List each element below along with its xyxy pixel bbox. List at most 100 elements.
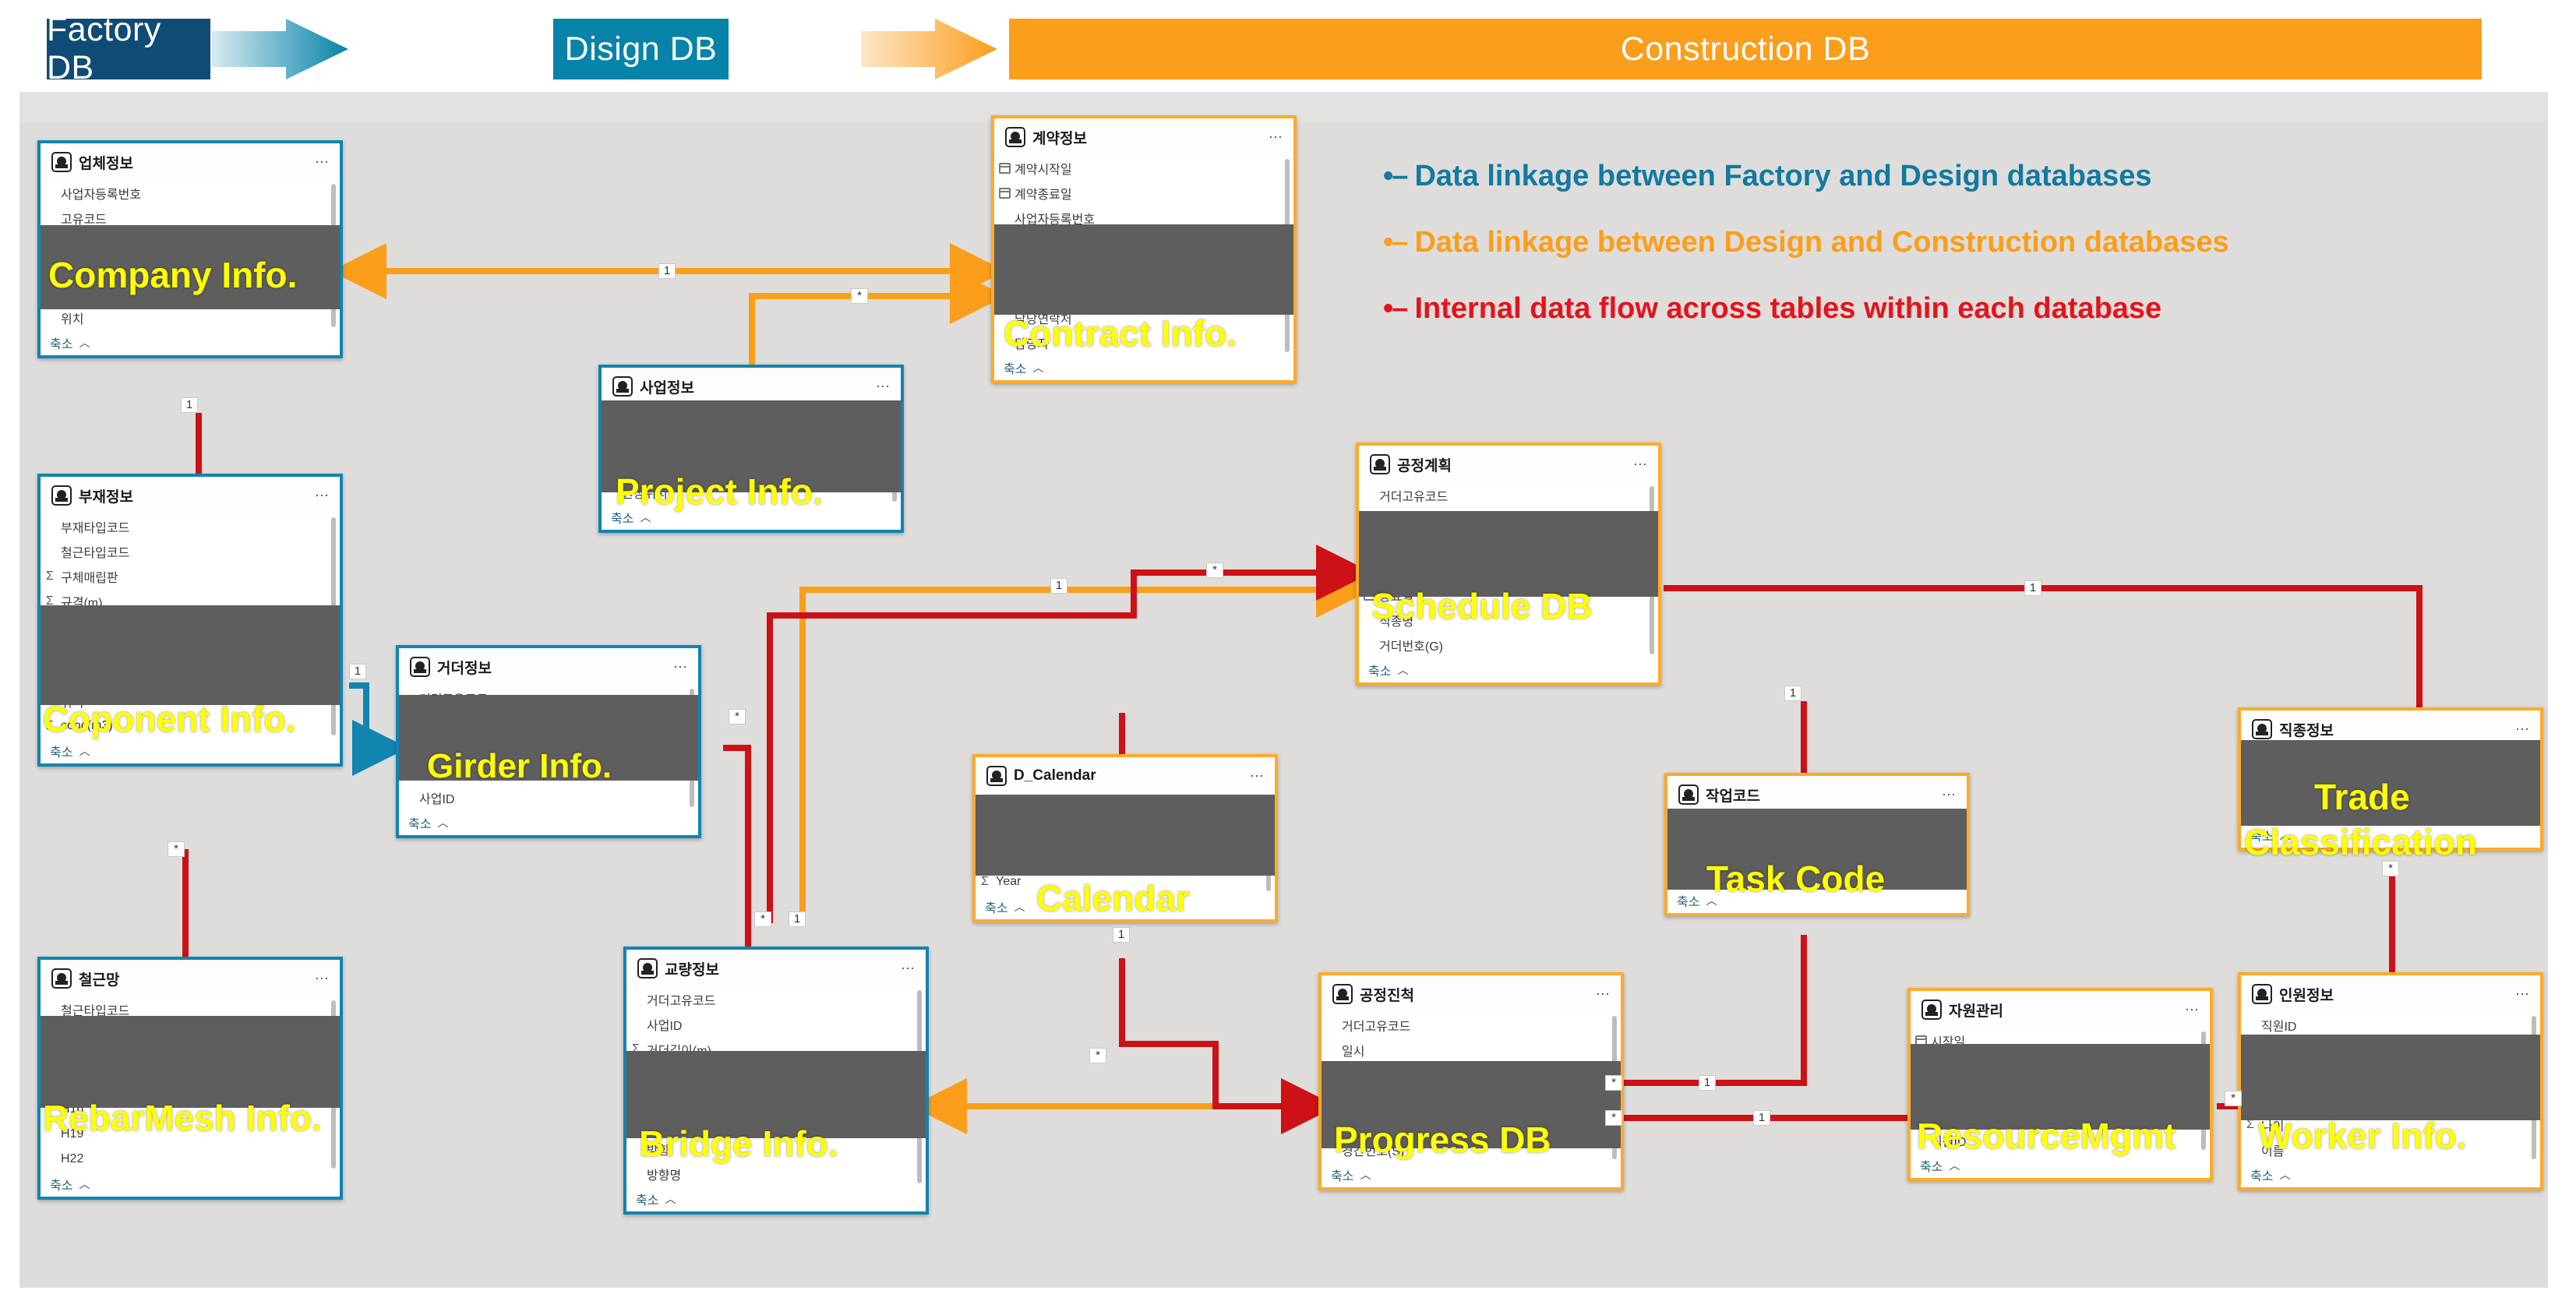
more-options-icon[interactable]: ⋯ [2185,1002,2200,1017]
more-options-icon[interactable]: ⋯ [876,379,891,394]
field-row[interactable]: 계약시작일 [994,156,1293,181]
card-header-progress[interactable]: 공정진척⋯ [1322,975,1621,1013]
field-row[interactable]: 이름 [2241,1137,2540,1162]
field-row[interactable]: H19 [41,1122,340,1147]
field-row[interactable]: 사업자등록번호 [41,181,340,206]
table-card-project[interactable]: 사업정보⋯사업Id공사명사업명현장위치축소︿ [598,365,904,533]
field-label: 사업자등록번호 [1015,213,1096,227]
card-header-girder[interactable]: 거더정보 ⋯ [399,648,698,686]
collapse-button-resource[interactable]: 축소︿ [1911,1153,2210,1178]
collapse-button-company[interactable]: 축소︿ [41,330,340,355]
collapse-button-schedule[interactable]: 축소︿ [1359,658,1658,682]
highlight-band [41,605,340,705]
more-options-icon[interactable]: ⋯ [1250,768,1265,784]
field-row[interactable]: 방향 [626,1137,926,1162]
collapse-label: 축소 [50,1179,73,1193]
banner-design-db[interactable]: Disign DB [553,19,729,79]
field-row[interactable]: 사업ID [399,785,698,810]
collapse-button-rebar[interactable]: 축소︿ [41,1172,340,1197]
table-card-calendar[interactable]: D_Calendar⋯DateΣDayΣMonthΣYear축소︿ [972,754,1278,922]
field-row[interactable]: 철근타입코드 [41,997,340,1022]
field-row[interactable]: H22 [41,1147,340,1172]
banner-construction-db[interactable]: Construction DB [1009,19,2482,79]
card-header-contract[interactable]: 계약정보⋯ [994,118,1293,156]
field-row[interactable]: 직종명 [1359,608,1658,633]
more-options-icon[interactable]: ⋯ [315,154,330,170]
more-options-icon[interactable]: ⋯ [1269,129,1284,145]
card-header-project[interactable]: 사업정보⋯ [602,368,901,405]
table-card-taskcode[interactable]: 작업코드⋯작업코드공정명반복구분축소︿ [1664,773,1970,916]
more-options-icon[interactable]: ⋯ [673,659,689,675]
more-options-icon[interactable]: ⋯ [1596,986,1611,1002]
field-row[interactable]: 담당연락처 [994,305,1293,330]
card-header-component[interactable]: 부재정보⋯ [41,477,340,514]
field-row[interactable]: 직원ID [2241,1013,2540,1038]
table-card-worker[interactable]: 인원정보⋯직원ID직종Σ경력성별Σ나이이름축소︿ [2238,972,2543,1190]
card-title-rebar: 철근망 [79,971,120,989]
overlay-label-contract: Contract Info. [1004,313,1237,354]
collapse-button-project[interactable]: 축소︿ [602,505,901,530]
collapse-button-trade[interactable]: 축소︿ [2241,823,2540,848]
card-header-rebar[interactable]: 철근망 ⋯ [41,960,340,997]
collapse-button-component[interactable]: 축소︿ [41,739,340,763]
field-row[interactable]: 사업ID [626,1012,926,1037]
card-header-worker[interactable]: 인원정보⋯ [2241,975,2540,1013]
field-label: H19 [61,1127,84,1141]
field-row[interactable]: 고유코드 [41,206,340,231]
more-options-icon[interactable]: ⋯ [2515,986,2531,1002]
table-card-bridge[interactable]: 교량정보⋯거더고유코드사업IDΣ거더길이(m)Σ거더번호(G)Σ경간번호(S)교… [623,947,929,1215]
field-row[interactable]: 사업자등록번호 [994,206,1293,231]
field-row[interactable]: 철근타입코드 [41,539,340,564]
more-options-icon[interactable]: ⋯ [1942,787,1957,802]
more-options-icon[interactable]: ⋯ [2515,721,2531,737]
more-options-icon[interactable]: ⋯ [315,488,330,503]
table-card-company[interactable]: 업체정보⋯사업자등록번호고유코드대표이사업체ID업체명위치축소︿ [37,140,343,358]
collapse-button-calendar[interactable]: 축소︿ [976,894,1275,919]
table-card-schedule[interactable]: 공정계획⋯거더고유코드시작일일시작업명종료일직종명거더번호(G)축소︿ [1356,442,1661,686]
field-row[interactable]: 거더고유코드 [626,987,926,1012]
collapse-button-bridge[interactable]: 축소︿ [626,1186,926,1211]
more-options-icon[interactable]: ⋯ [1633,457,1649,472]
field-row[interactable]: 일시 [1322,1038,1621,1063]
field-row[interactable]: 거더고유코드 [1359,483,1658,508]
collapse-button-contract[interactable]: 축소︿ [994,355,1293,380]
collapse-button-worker[interactable]: 축소︿ [2241,1162,2540,1187]
table-card-component[interactable]: 부재정보⋯부재타입코드철근타입코드Σ구체매립판Σ규격(m)부재IDΣ소요량Σ중량… [37,474,343,767]
field-row[interactable]: 부재타입코드 [41,514,340,539]
collapse-button-progress[interactable]: 축소︿ [1322,1162,1621,1187]
table-card-contract[interactable]: 계약정보⋯계약시작일계약종료일사업자등록번호사업IDΣ계약금(단가계약액, VA… [991,115,1297,383]
card-header-taskcode[interactable]: 작업코드⋯ [1667,776,1967,813]
table-card-rebar[interactable]: 철근망⋯철근타입코드조립난이도철근IDH13H16H19H22축소︿ [37,957,343,1200]
card-header-resource[interactable]: 자원관리⋯ [1911,991,2210,1028]
field-row[interactable]: 방향명 [626,1162,926,1186]
card-header-bridge[interactable]: 교량정보⋯ [626,950,926,987]
card-title-girder: 거더정보 [437,660,492,677]
more-options-icon[interactable]: ⋯ [901,961,916,976]
field-row[interactable]: 담당자 [994,330,1293,355]
banner-factory-db[interactable]: Factory DB [47,11,210,86]
collapse-button-taskcode[interactable]: 축소︿ [1667,888,1967,913]
overlay-label-trade-line2: Classification [2244,822,2478,862]
field-row[interactable]: 계약종료일 [994,181,1293,206]
chevron-up-icon: ︿ [1706,894,1717,907]
table-card-progress[interactable]: 공정진척⋯거더고유코드일시일시고유코드직종명거더번호(G)경간번호(S)축소︿ [1318,972,1624,1190]
table-card-girder[interactable]: 거더정보⋯거더고유코드부재타입코드부재IDΣ부재번호사업ID축소︿ [396,645,701,838]
field-row[interactable]: 위치 [41,305,340,330]
field-row[interactable]: 거더고유코드 [1322,1013,1621,1038]
field-label: 계약종료일 [1015,189,1072,202]
table-card-resource[interactable]: 자원관리⋯시작일일시일시고유코드종료일직원ID축소︿ [1907,988,2213,1181]
card-header-calendar[interactable]: D_Calendar⋯ [976,757,1275,795]
field-row[interactable]: 거더번호(G) [1359,633,1658,658]
collapse-button-girder[interactable]: 축소︿ [399,810,698,835]
table-card-trade[interactable]: 직종정보⋯직종직종명Σ단가축소︿ [2238,707,2543,851]
field-row[interactable]: 경간번호(S) [1322,1137,1621,1162]
more-options-icon[interactable]: ⋯ [315,971,330,986]
card-header-company[interactable]: 업체정보⋯ [41,143,340,181]
field-row[interactable]: 직원ID [1911,1128,2210,1153]
chevron-up-icon: ︿ [2279,1169,2291,1181]
card-header-schedule[interactable]: 공정계획⋯ [1359,446,1658,483]
